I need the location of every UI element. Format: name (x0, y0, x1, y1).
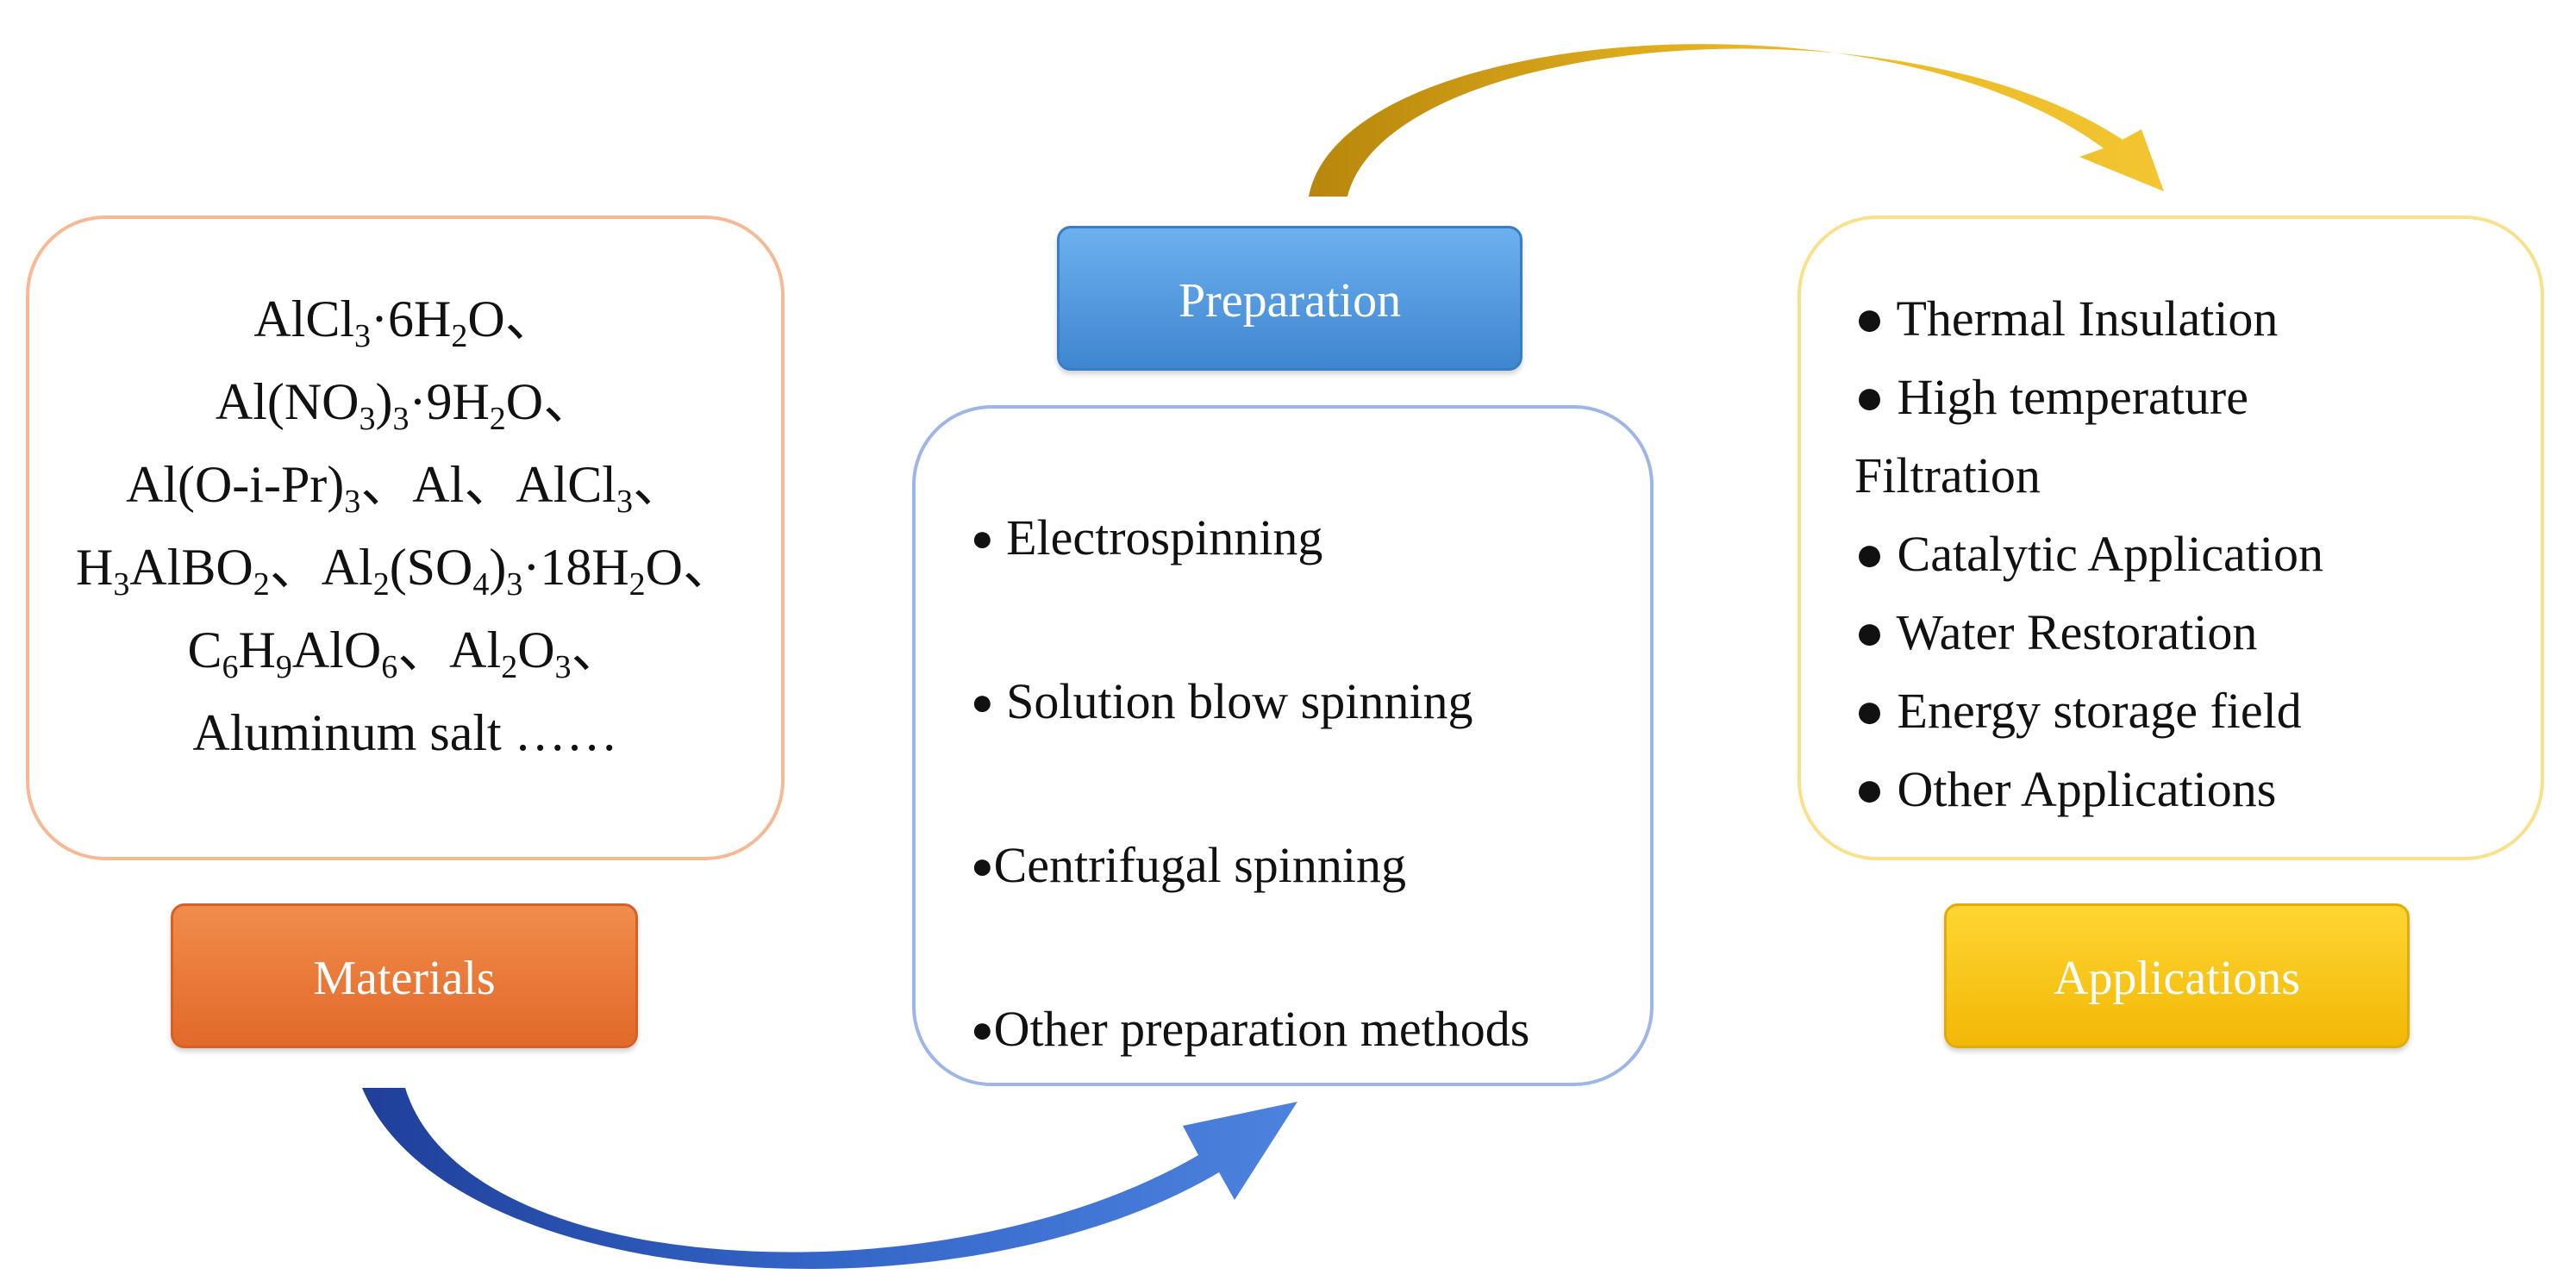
bullet-icon: ● (971, 845, 994, 887)
materials-panel: AlCl3·6H2O、 Al(NO3)3·9H2O、 Al(O-i-Pr)3、Al、… (26, 216, 785, 860)
application-item: ● Water Restoration (1854, 604, 2258, 660)
method-item-centrifugal-spinning: ●Centrifugal spinning (971, 822, 1529, 986)
material-formula-line: Al(NO3)3·9H2O、 (215, 373, 596, 437)
bullet-icon: ● (971, 1009, 994, 1051)
materials-label-box: Materials (171, 903, 638, 1048)
material-formula-line: AlCl3·6H2O、 (253, 291, 557, 354)
application-item: ● Other Applications (1854, 761, 2277, 817)
material-formula-line: Aluminum salt …… (192, 704, 618, 761)
application-item: Filtration (1854, 447, 2041, 503)
methods-list: ● Electrospinning ● Solution blow spinni… (971, 495, 1529, 1150)
application-item: ● Catalytic Application (1854, 526, 2324, 582)
application-item: ● High temperature (1854, 369, 2248, 425)
material-formula-line: Al(O-i-Pr)3、Al、AlCl3、 (126, 456, 685, 520)
applications-list: ● Thermal Insulation ● High temperature … (1854, 279, 2323, 828)
method-item-solution-blow-spinning: ● Solution blow spinning (971, 659, 1529, 822)
method-item-electrospinning: ● Electrospinning (971, 495, 1529, 659)
preparation-to-applications-arrow (1309, 44, 2164, 197)
applications-label-box: Applications (1944, 903, 2410, 1048)
materials-list: AlCl3·6H2O、 Al(NO3)3·9H2O、 Al(O-i-Pr)3、Al、… (29, 278, 781, 774)
material-formula-line: C6H9AlO6、Al2O3、 (187, 622, 623, 685)
bullet-icon: ● (971, 681, 994, 723)
application-item: ● Energy storage field (1854, 683, 2302, 739)
method-item-other-preparation-methods: ●Other preparation methods (971, 986, 1529, 1150)
preparation-label-box: Preparation (1057, 226, 1522, 371)
application-item: ● Thermal Insulation (1854, 291, 2279, 347)
materials-to-preparation-arrow (362, 1088, 1297, 1270)
material-formula-line: H3AlBO2、Al2(SO4)3·18H2O、 (75, 539, 735, 603)
applications-panel: ● Thermal Insulation ● High temperature … (1798, 216, 2544, 860)
bullet-icon: ● (971, 517, 994, 559)
preparation-methods-panel: ● Electrospinning ● Solution blow spinni… (912, 405, 1654, 1086)
